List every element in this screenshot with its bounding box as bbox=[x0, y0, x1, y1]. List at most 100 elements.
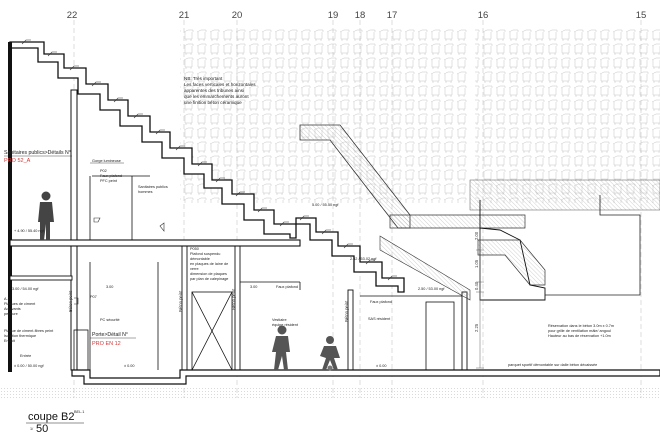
sanitaires-ref: PRO 52_A bbox=[4, 158, 31, 164]
right-stair-outline bbox=[545, 195, 641, 296]
svg-text:peinture: peinture bbox=[4, 312, 18, 316]
elev-step-2: 2.52 / 53.02 ngf bbox=[350, 257, 377, 261]
reservation-line-1: Réservation dans le béton 3.0m x 0.7m bbox=[548, 324, 614, 328]
p02-line-3: PFC peint bbox=[100, 179, 118, 183]
elev-left: + 4.90 / 55.40 ngf bbox=[14, 229, 45, 233]
beton-peint-3: Béton peint bbox=[231, 288, 236, 310]
person-silhouette-football bbox=[320, 336, 340, 371]
lower-floor-slab-left bbox=[9, 275, 73, 281]
elev-3-b: 3.00 bbox=[250, 285, 257, 289]
svg-text:démontable: démontable bbox=[190, 257, 210, 261]
elev-mid-upper: 5.00 / 55.50 ngf bbox=[312, 203, 339, 207]
important-note: NB: Très important Les faces verticales … bbox=[184, 76, 256, 105]
p050-block: P050 Plafond suspendu démontable en plaq… bbox=[190, 247, 228, 281]
svg-text:Plaque de ciment-fibres peint: Plaque de ciment-fibres peint bbox=[4, 329, 54, 333]
sanitary-fixtures bbox=[74, 217, 165, 305]
faux-plafond-mid: Faux plafond bbox=[276, 285, 298, 289]
grid-axis-20: 20 bbox=[232, 10, 243, 21]
right-tribune-profile bbox=[479, 200, 546, 301]
svg-text:verre: verre bbox=[190, 267, 199, 271]
dim-0-40: 0.40 bbox=[474, 281, 479, 290]
sanitaires-label: Sanitaires publics>Détails N° bbox=[4, 150, 71, 156]
lower-stepped-slab bbox=[295, 217, 405, 293]
grid-axis-21: 21 bbox=[179, 10, 190, 21]
p02-line-1: P02 bbox=[100, 169, 107, 173]
dim-1-05: 1.05 bbox=[474, 259, 479, 268]
hatched-band-lower bbox=[379, 235, 471, 301]
left-small-notes: A.2 Plaques de ciment Adjuvants peinture… bbox=[4, 297, 54, 343]
svg-text:par plan de calepinage: par plan de calepinage bbox=[190, 277, 228, 281]
svg-text:Plaques de ciment: Plaques de ciment bbox=[4, 302, 36, 306]
step-seats bbox=[21, 39, 397, 281]
svg-text:Adjuvants: Adjuvants bbox=[4, 307, 21, 311]
porte-label: Porte>Détail N° bbox=[92, 332, 128, 338]
svg-text:A.2: A.2 bbox=[4, 297, 10, 301]
note-line-3: apparentes des tribunes ainsi bbox=[184, 88, 244, 93]
beton-peint-4: Béton peint bbox=[344, 300, 349, 322]
svg-text:dimension de plaques: dimension de plaques bbox=[190, 272, 227, 276]
right-dimension-line bbox=[476, 230, 484, 369]
section-title: coupe B2 bbox=[28, 411, 74, 423]
background-seating bbox=[180, 28, 470, 203]
column-17 bbox=[461, 291, 468, 371]
sas-resident-label: SAS résident bbox=[368, 317, 391, 321]
section-title-suffix: BEL.1 bbox=[74, 410, 84, 414]
parquet-note: parquet sportif démontable sur dalle bét… bbox=[508, 363, 597, 367]
p02-line-2: Faux plafond bbox=[100, 174, 122, 178]
grid-axis-19: 19 bbox=[328, 10, 339, 21]
scale-value: 50 bbox=[36, 423, 48, 435]
left-wall bbox=[8, 42, 12, 372]
elev-3-left: 3.00 / 54.00 ngf bbox=[12, 287, 39, 291]
ground-below-dotted bbox=[0, 386, 660, 400]
elev-ground-b: ± 0.00 bbox=[376, 364, 387, 368]
svg-text:Isolation thermique: Isolation thermique bbox=[4, 334, 36, 338]
hatched-walkway-lower bbox=[389, 214, 526, 229]
svg-text:Enduit: Enduit bbox=[4, 339, 16, 343]
scale-prefix: 1/ bbox=[30, 427, 34, 431]
mid-floor-slab bbox=[9, 239, 301, 247]
dim-2-25: 2.25 bbox=[474, 323, 479, 332]
elev-step-3: 2.50 / 53.00 ngf bbox=[418, 287, 445, 291]
note-line-4: que les emmarchements auront bbox=[184, 94, 249, 99]
grid-axis-16: 16 bbox=[478, 10, 489, 21]
pc-securite-label: PC sécurité bbox=[100, 318, 120, 322]
reservation-line-2: pour grille de ventilation mâle/ angoul bbox=[548, 329, 611, 333]
column-22 bbox=[70, 89, 78, 371]
grid-axis-15: 15 bbox=[636, 10, 647, 21]
p07-label: P07 bbox=[90, 295, 97, 299]
vestiaire-line-1: Vestiaire bbox=[272, 318, 287, 322]
svg-text:Plafond suspendu: Plafond suspendu bbox=[190, 252, 220, 256]
note-line-5: une finition béton céramique bbox=[184, 100, 242, 105]
elev-ground-a: ± 0.00 bbox=[124, 364, 135, 368]
svg-text:en plaques de laine de: en plaques de laine de bbox=[190, 262, 228, 266]
porte-ref: PRO EN 12 bbox=[92, 341, 121, 347]
beton-peint-1: Béton peint bbox=[68, 290, 73, 312]
gorge-label: Gorge lumineuse bbox=[92, 159, 121, 163]
reservation-line-3: Hauteur au bas de réservation +1.0m bbox=[548, 334, 611, 338]
elev-3-a: 3.00 bbox=[106, 285, 113, 289]
svg-text:P050: P050 bbox=[190, 247, 199, 251]
vestiaire-line-2: équipe résident bbox=[272, 323, 299, 327]
interior-partitions bbox=[73, 175, 462, 371]
grid-axis-labels: 22 21 20 19 18 17 16 15 bbox=[67, 10, 647, 21]
dim-2-00: 2.00 bbox=[474, 231, 479, 240]
hatched-ramp-lower bbox=[477, 239, 546, 286]
ground-slab bbox=[71, 369, 660, 385]
faux-plafond-right: Faux plafond bbox=[370, 300, 392, 304]
sanitaires-hommes-2: hommes bbox=[138, 190, 153, 194]
tribune-stepped-slab bbox=[9, 41, 297, 239]
elev-ground-left: ± 0.00 / 50.00 ngf bbox=[14, 364, 44, 368]
background-seating-right bbox=[475, 28, 660, 203]
person-silhouette-left bbox=[38, 191, 54, 240]
note-line-1: NB: Très important bbox=[184, 76, 223, 81]
entree-label: Entrée bbox=[20, 354, 31, 358]
sanitaires-hommes-1: Sanitaires publics bbox=[138, 185, 168, 189]
grid-axis-17: 17 bbox=[387, 10, 398, 21]
grid-axis-18: 18 bbox=[355, 10, 366, 21]
grid-axis-22: 22 bbox=[67, 10, 78, 21]
beton-peint-2: Béton peint bbox=[178, 290, 183, 312]
person-silhouette-vestiaire bbox=[272, 325, 290, 370]
hatched-band-upper-right bbox=[469, 179, 660, 211]
note-line-2: Les faces verticales et horizontales bbox=[184, 82, 256, 87]
